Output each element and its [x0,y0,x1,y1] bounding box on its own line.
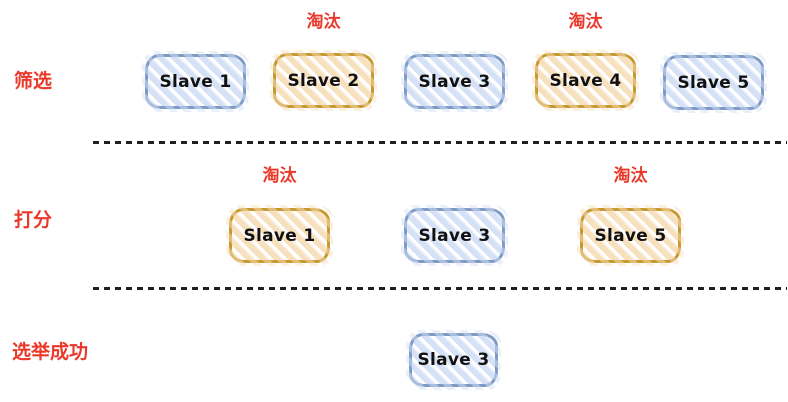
node-label: Slave 1 [243,225,316,246]
node-row2-slave-3: Slave 3 [401,205,508,266]
node-row1-slave-3: Slave 3 [401,51,508,112]
node-label: Slave 5 [594,225,667,246]
stage-divider-1 [93,141,787,144]
stage-label-election-success: 选举成功 [12,341,89,363]
node-label: Slave 5 [677,72,750,93]
stage-label-screening: 筛选 [14,70,53,92]
node-label: Slave 3 [418,225,491,246]
node-row1-slave-2: Slave 2 [270,50,377,111]
node-row1-slave-5: Slave 5 [660,52,767,113]
node-label: Slave 4 [549,70,622,91]
stage-label-scoring: 打分 [14,209,53,231]
eliminated-tag-slave-4: 淘汰 [568,12,603,32]
node-row1-slave-4: Slave 4 [532,50,639,111]
node-row2-slave-1: Slave 1 [226,205,333,266]
eliminated-tag-slave-5: 淘汰 [613,166,648,186]
node-row2-slave-5: Slave 5 [577,205,684,266]
node-label: Slave 3 [418,71,491,92]
stage-divider-2 [93,287,787,290]
node-label: Slave 2 [287,70,360,91]
node-label: Slave 3 [417,350,490,370]
node-row3-slave-3-winner: Slave 3 [406,330,501,390]
node-label: Slave 1 [159,71,232,92]
node-row1-slave-1: Slave 1 [142,51,249,112]
eliminated-tag-slave-1: 淘汰 [262,166,297,186]
eliminated-tag-slave-2: 淘汰 [306,12,341,32]
